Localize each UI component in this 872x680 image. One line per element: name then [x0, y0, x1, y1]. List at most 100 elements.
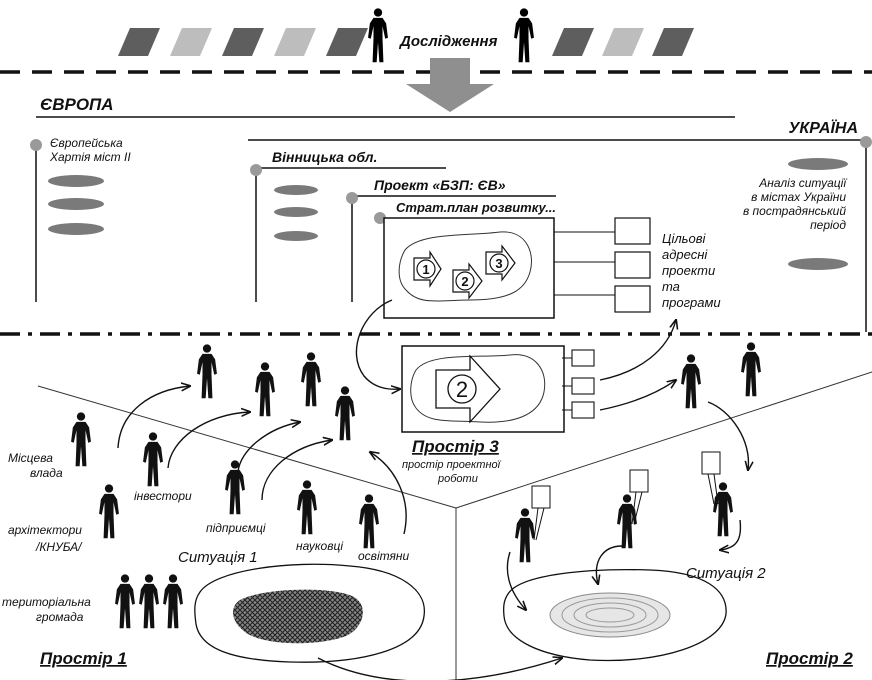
person-icon [297, 480, 317, 535]
person-icon [514, 8, 534, 63]
actor-educators: освітяни [358, 549, 409, 563]
band-parallelogram [552, 28, 594, 56]
analysis-line-3: в пострадянський [743, 204, 846, 218]
list-marker-ellipse [788, 158, 848, 170]
actor-community-2: громада [36, 610, 84, 624]
flow-arrow [720, 519, 742, 550]
stratplan-node-dot [374, 212, 386, 224]
person-icon [255, 362, 275, 417]
person-icon [99, 484, 119, 539]
band-parallelogram [118, 28, 160, 56]
space1-title: Простір 1 [40, 649, 127, 668]
europe-node-dot [30, 139, 42, 151]
europe-title: ЄВРОПА [40, 95, 114, 114]
space3-title: Простір 3 [412, 437, 499, 456]
list-marker-ellipse [274, 185, 318, 195]
targets-line-1: Цільові [662, 231, 707, 246]
person-icon [617, 494, 637, 549]
actor-entrepreneurs: підприємці [206, 521, 266, 535]
step-number: 2 [461, 274, 468, 289]
step-number: 1 [422, 262, 429, 277]
list-marker-ellipse [48, 223, 104, 235]
actor-local-gov-2: влада [30, 466, 63, 480]
person-icon [359, 494, 379, 549]
analysis-line-1: Аналіз ситуації [758, 176, 847, 190]
vinnytsia-title: Вінницька обл. [272, 149, 377, 165]
space3-project-box: 2 [401, 345, 595, 433]
target-flag [614, 251, 651, 279]
focus-step-number: 2 [456, 377, 468, 402]
space2-title: Простір 2 [766, 649, 853, 668]
person-icon [301, 352, 321, 407]
person-icon [71, 412, 91, 467]
actor-investors: інвестори [134, 489, 192, 503]
flow-arrow [261, 440, 332, 501]
flow-arrow [599, 380, 676, 411]
flow-arrow [707, 401, 748, 470]
actor-local-gov-1: Місцева [8, 451, 53, 465]
situation2-core [549, 592, 671, 638]
ukraine-title: УКРАЇНА [789, 119, 858, 137]
band-parallelogram [326, 28, 368, 56]
space3-subtitle-2: роботи [437, 473, 478, 485]
targets-line-5: програми [662, 295, 721, 310]
stratplan-title: Страт.план розвитку... [396, 200, 556, 215]
situation-1: Ситуація 1 [178, 549, 425, 663]
situation1-core [233, 589, 363, 644]
target-flag [614, 285, 651, 313]
person-icon [139, 574, 159, 629]
targets-line-2: адресні [662, 247, 708, 262]
list-marker-ellipse [274, 231, 318, 241]
flow-arrow [237, 422, 300, 473]
actor-architects-1: архітектори [8, 523, 82, 537]
flow-arrow [370, 452, 407, 535]
ukraine-block: УКРАЇНА Аналіз ситуації в містах України… [248, 119, 872, 332]
target-flag [614, 217, 651, 245]
charter-line-1: Європейська [50, 136, 123, 150]
situation-2: Ситуація 2 [502, 565, 766, 662]
flow-arrow [596, 545, 623, 584]
actor-community-1: територіальна [2, 595, 91, 609]
step-number: 3 [495, 256, 502, 271]
person-icon [143, 432, 163, 487]
step-circle [416, 259, 436, 279]
project-block: Проект «БЗП: ЄВ» [346, 177, 556, 302]
person-icon [515, 508, 535, 563]
flow-arrow [167, 412, 250, 469]
charter-line-2: Хартія міст II [49, 150, 131, 164]
ukraine-node-dot [860, 136, 872, 148]
person-icon [335, 386, 355, 441]
person-icon [681, 354, 701, 409]
band-parallelogram [652, 28, 694, 56]
vinnytsia-node-dot [250, 164, 262, 176]
actor-scientists: науковці [296, 539, 343, 553]
target-flag [571, 377, 595, 395]
flow-arrow [117, 386, 190, 449]
person-icon [368, 8, 388, 63]
city-outline [398, 231, 532, 302]
europe-block: ЄВРОПА Європейська Хартія міст II [30, 95, 735, 302]
space-divider-line [37, 385, 457, 509]
band-parallelogram [274, 28, 316, 56]
person-icon [225, 460, 245, 515]
band-parallelogram [222, 28, 264, 56]
actor-architects-2: /КНУБА/ [35, 540, 83, 554]
band-parallelogram [602, 28, 644, 56]
flow-arrow [355, 299, 400, 389]
target-flag [571, 349, 595, 367]
speech-flag [531, 485, 551, 509]
space3-subtitle-1: простір проектної [402, 459, 502, 471]
down-arrow-icon [406, 58, 494, 112]
speech-flag [629, 469, 649, 493]
targets-line-4: та [662, 279, 680, 294]
target-flag [571, 401, 595, 419]
vinnytsia-block: Вінницька обл. [250, 149, 446, 302]
research-band: Дослідження [118, 8, 694, 63]
research-label: Дослідження [398, 33, 498, 50]
band-parallelogram [170, 28, 212, 56]
speech-flag [701, 451, 721, 475]
targets-line-3: проекти [662, 263, 715, 278]
flow-arrows [117, 299, 748, 680]
focus-step-circle [447, 374, 477, 404]
